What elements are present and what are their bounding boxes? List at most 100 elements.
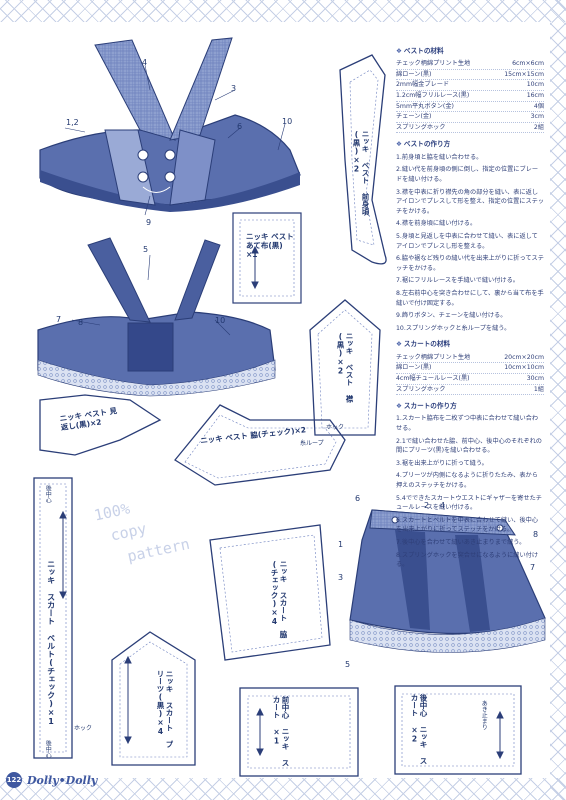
callout-10: 10 <box>282 117 293 126</box>
material-row: 2mm幅金ブレード 10cm <box>396 80 544 92</box>
instruction-step: 4.襟を前身頃に縫い付ける。 <box>396 220 477 228</box>
material-qty: 10cm×10cm <box>504 364 544 372</box>
skirt-side-pattern <box>209 524 331 661</box>
callout-3: 3 <box>231 84 237 93</box>
skirt-callout-5: 5 <box>345 660 351 669</box>
callout-1-2: 1,2 <box>66 118 79 127</box>
instruction-step: 7.裾にフリルレースを手縫いで縫い付ける。 <box>396 277 519 285</box>
front-center-label: 前中心 ニッキ スカート ×1 <box>272 696 290 767</box>
material-qty: 2組 <box>533 123 544 131</box>
callout-9: 9 <box>146 218 152 227</box>
instruction-step: 8.スプリングホックを突合せになるように縫い付ける。 <box>396 551 539 569</box>
callout-4: 4 <box>142 58 148 67</box>
collar-label: ニッキ ベスト 襟(黒)×2 <box>336 332 354 403</box>
skirt-callout-4: 4 <box>440 501 446 510</box>
right-cross-border <box>550 0 566 800</box>
material-name: スプリングホック <box>396 385 446 393</box>
material-row: 綿ローン(黒) 10cm×10cm <box>396 363 544 374</box>
vest-front-label: ニッキ ベスト 前身頃(黒)×2 <box>352 130 370 216</box>
instruction-step: 2.縫い代を前身頃の側に倒し、指定の位置にブレードを縫い付ける。 <box>396 166 539 183</box>
loop-label: 糸ループ <box>300 440 324 447</box>
instruction-step: 4.プリーツが内側になるように折りたたみ、表から押えのステッチをかける。 <box>396 472 538 489</box>
material-qty: 6cm×6cm <box>512 60 544 68</box>
instruction-step: 7.後中心を合わせて縫いあき止まりまで縫う。 <box>396 539 526 547</box>
material-qty: 16cm <box>526 92 544 100</box>
callout-10b: 10 <box>215 316 226 325</box>
skirt-side-label: ニッキ スカート 脇(チェック)×4 <box>270 560 288 638</box>
instruction-step: 1.前身頃と脇を縫い合わせる。 <box>396 153 483 161</box>
vest-steps-heading: ❖ベストの作り方 <box>396 140 451 149</box>
vest-side-pattern <box>174 404 346 486</box>
material-name: チェック柄綿プリント生地 <box>396 60 471 68</box>
material-qty: 20cm×20cm <box>504 353 544 361</box>
vest-front-pattern <box>339 54 387 265</box>
grain-arrows <box>59 245 504 760</box>
callout-7: 7 <box>56 315 62 324</box>
material-name: 2mm幅金ブレード <box>396 81 450 89</box>
pleat-pattern <box>111 631 196 766</box>
instruction-step: 1.スカート脇布を二枚ずつ中表に合わせて縫い合わせる。 <box>396 415 539 432</box>
instruction-step: 3.裾を出来上がりに折って縫う。 <box>396 459 488 467</box>
vest-steps-list: 1.前身頃と脇を縫い合わせる。 2.縫い代を前身頃の側に倒し、指定の位置にブレード… <box>396 153 544 334</box>
skirt-callout-1: 1 <box>338 540 344 549</box>
skirt-belt-pattern <box>33 477 73 759</box>
callout-8: 8 <box>78 318 84 327</box>
material-qty: 15cm×15cm <box>504 70 544 78</box>
pleat-label: ニッキ スカート プリーツ(黒)×4 <box>156 670 174 748</box>
material-name: 綿ローン(黒) <box>396 364 432 372</box>
material-qty: 10cm <box>526 81 544 89</box>
skirt-callout-2: 2 <box>424 501 430 510</box>
magazine-logo: Dolly•Dolly <box>27 773 98 787</box>
material-row: 綿ローン(黒) 15cm×15cm <box>396 70 544 81</box>
skirt-front-center-pattern <box>239 687 359 777</box>
instruction-step: 10.スプリングホックと糸ループを縫う。 <box>396 324 511 332</box>
belt-hook-label: ホック <box>74 725 93 732</box>
material-qty: 4個 <box>533 102 544 110</box>
hook-label: ホック <box>326 424 345 431</box>
material-name: 1.2cm幅フリルレース(黒) <box>396 92 470 100</box>
instruction-step: 2.1で縫い合わせた脇、前中心、後中心のそれぞれの間にプリーツ(黒)を縫い合わせ… <box>396 437 542 455</box>
skirt-callout-3: 3 <box>338 573 344 582</box>
skirt-steps-heading: ❖スカートの作り方 <box>396 402 457 411</box>
backing-pattern <box>232 212 302 304</box>
material-row: 1.2cm幅フリルレース(黒) 16cm <box>396 91 544 102</box>
material-row: 5mm平丸ボタン(金) 4個 <box>396 102 544 113</box>
material-row: チェーン(金)3cm <box>396 112 544 123</box>
skirt-belt-label: ニッキ スカート ベルト(チェック)×1 <box>46 560 56 726</box>
material-name: 5mm平丸ボタン(金) <box>396 102 454 110</box>
bottom-cross-border <box>0 778 566 800</box>
material-name: チェック柄綿プリント生地 <box>396 353 471 361</box>
instruction-step: 9.飾りボタン、チェーンを縫い付ける。 <box>396 312 507 320</box>
material-qty: 30cm <box>526 374 544 382</box>
instruction-step: 5.身頃と見返しを中表に合わせて縫い、表に返してアイロンでプレスし形を整える。 <box>396 232 538 250</box>
vest-materials-list: チェック柄綿プリント生地 6cm×6cm 綿ローン(黒) 15cm×15cm 2mm幅金… <box>396 59 544 134</box>
vest-back-illustration <box>37 237 276 397</box>
callout-6: 6 <box>237 122 243 131</box>
belt-center-back-label: 後中心 <box>44 485 52 503</box>
skirt-materials-heading: ❖スカートの材料 <box>396 340 451 349</box>
instruction-step: 5.4でできたスカートウエストにギャザーを寄せたチュールレースを縫い付ける。 <box>396 494 542 512</box>
page-number: 122 <box>6 772 22 788</box>
footer-logo: 122 Dolly•Dolly <box>6 772 97 788</box>
skirt-illustration <box>349 509 546 653</box>
open-stop-label: あき止まり <box>480 700 488 730</box>
skirt-callout-8: 8 <box>533 530 539 539</box>
material-row: 4cm幅チュールレース(黒)30cm <box>396 374 544 385</box>
material-name: スプリングホック <box>396 123 446 131</box>
skirt-steps-list: 1.スカート脇布を二枚ずつ中表に合わせて縫い合わせる。 2.1で縫い合わせた脇、前… <box>396 414 544 570</box>
vest-materials-heading: ❖ベストの材料 <box>396 47 444 55</box>
belt-center-back-bottom-label: 後中心 <box>44 740 52 758</box>
top-cross-border <box>0 0 566 22</box>
facing-pattern <box>39 394 162 456</box>
instruction-step: 6.スカートとベルトを中表に合わせて縫い、後中心を出来上がりに折ってステッチをか… <box>396 516 539 534</box>
backing-label: ニッキ ベスト あて布(黒) ×1 <box>246 232 294 259</box>
callout-5: 5 <box>143 245 149 254</box>
instruction-step: 6.脇や裾など残りの縫い代を出来上がりに折ってステッチをかける。 <box>396 255 544 272</box>
material-name: チェーン(金) <box>396 113 432 121</box>
material-row: チェック柄綿プリント生地 6cm×6cm <box>396 59 544 70</box>
collar-pattern <box>309 299 381 436</box>
skirt-materials-list: チェック柄綿プリント生地 20cm×20cm 綿ローン(黒) 10cm×10cm 4cm… <box>396 353 544 396</box>
material-name: 綿ローン(黒) <box>396 70 432 78</box>
